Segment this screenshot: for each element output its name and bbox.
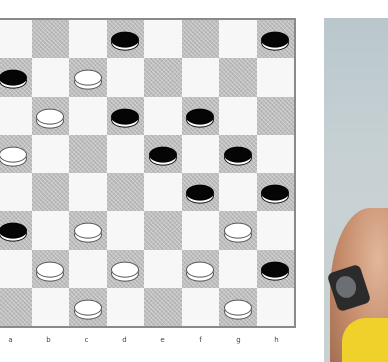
square-c8[interactable] xyxy=(69,20,107,58)
square-g8[interactable] xyxy=(219,20,257,58)
square-g2[interactable] xyxy=(219,250,257,288)
square-f6[interactable] xyxy=(182,97,220,135)
white-checker-piece[interactable] xyxy=(74,70,102,86)
black-checker-piece[interactable] xyxy=(186,108,214,124)
square-h2[interactable] xyxy=(257,250,295,288)
square-b6[interactable] xyxy=(32,97,70,135)
square-e1[interactable] xyxy=(144,288,182,326)
square-g6[interactable] xyxy=(219,97,257,135)
file-label-a: a xyxy=(0,336,30,350)
square-g1[interactable] xyxy=(219,288,257,326)
file-label-b: b xyxy=(30,336,68,350)
square-f5[interactable] xyxy=(182,135,220,173)
square-f1[interactable] xyxy=(182,288,220,326)
white-checker-piece[interactable] xyxy=(224,223,252,239)
square-d2[interactable] xyxy=(107,250,145,288)
white-checker-piece[interactable] xyxy=(36,261,64,277)
board-grid xyxy=(0,20,294,326)
square-b2[interactable] xyxy=(32,250,70,288)
square-b5[interactable] xyxy=(32,135,70,173)
square-g3[interactable] xyxy=(219,211,257,249)
square-c6[interactable] xyxy=(69,97,107,135)
black-checker-piece[interactable] xyxy=(261,261,289,277)
square-b7[interactable] xyxy=(32,58,70,96)
square-g5[interactable] xyxy=(219,135,257,173)
square-g4[interactable] xyxy=(219,173,257,211)
file-label-f: f xyxy=(182,336,220,350)
black-checker-piece[interactable] xyxy=(111,32,139,48)
file-label-c: c xyxy=(68,336,106,350)
square-a4[interactable] xyxy=(0,173,32,211)
square-e7[interactable] xyxy=(144,58,182,96)
black-checker-piece[interactable] xyxy=(149,147,177,163)
square-h4[interactable] xyxy=(257,173,295,211)
file-label-g: g xyxy=(220,336,258,350)
square-d8[interactable] xyxy=(107,20,145,58)
square-e5[interactable] xyxy=(144,135,182,173)
file-label-h: h xyxy=(258,336,296,350)
square-h5[interactable] xyxy=(257,135,295,173)
square-a6[interactable] xyxy=(0,97,32,135)
square-a7[interactable] xyxy=(0,58,32,96)
black-checker-piece[interactable] xyxy=(0,223,27,239)
square-f3[interactable] xyxy=(182,211,220,249)
square-f2[interactable] xyxy=(182,250,220,288)
checkers-board xyxy=(0,18,296,328)
square-g7[interactable] xyxy=(219,58,257,96)
square-e8[interactable] xyxy=(144,20,182,58)
white-checker-piece[interactable] xyxy=(111,261,139,277)
square-e6[interactable] xyxy=(144,97,182,135)
square-e4[interactable] xyxy=(144,173,182,211)
square-h6[interactable] xyxy=(257,97,295,135)
square-b8[interactable] xyxy=(32,20,70,58)
white-checker-piece[interactable] xyxy=(224,300,252,316)
white-checker-piece[interactable] xyxy=(186,261,214,277)
square-c1[interactable] xyxy=(69,288,107,326)
black-checker-piece[interactable] xyxy=(261,32,289,48)
black-checker-piece[interactable] xyxy=(261,185,289,201)
square-c3[interactable] xyxy=(69,211,107,249)
white-checker-piece[interactable] xyxy=(0,147,27,163)
square-d3[interactable] xyxy=(107,211,145,249)
square-h1[interactable] xyxy=(257,288,295,326)
square-c5[interactable] xyxy=(69,135,107,173)
square-c4[interactable] xyxy=(69,173,107,211)
side-photo xyxy=(324,18,388,362)
square-b1[interactable] xyxy=(32,288,70,326)
square-h7[interactable] xyxy=(257,58,295,96)
square-b3[interactable] xyxy=(32,211,70,249)
photo-sleeve xyxy=(342,318,388,362)
square-h8[interactable] xyxy=(257,20,295,58)
black-checker-piece[interactable] xyxy=(111,108,139,124)
square-e2[interactable] xyxy=(144,250,182,288)
square-f4[interactable] xyxy=(182,173,220,211)
square-a5[interactable] xyxy=(0,135,32,173)
white-checker-piece[interactable] xyxy=(74,223,102,239)
square-d6[interactable] xyxy=(107,97,145,135)
file-label-d: d xyxy=(106,336,144,350)
square-d5[interactable] xyxy=(107,135,145,173)
square-a8[interactable] xyxy=(0,20,32,58)
square-a2[interactable] xyxy=(0,250,32,288)
square-c2[interactable] xyxy=(69,250,107,288)
square-f7[interactable] xyxy=(182,58,220,96)
black-checker-piece[interactable] xyxy=(224,147,252,163)
square-b4[interactable] xyxy=(32,173,70,211)
square-c7[interactable] xyxy=(69,58,107,96)
square-d7[interactable] xyxy=(107,58,145,96)
square-d1[interactable] xyxy=(107,288,145,326)
black-checker-piece[interactable] xyxy=(0,70,27,86)
square-h3[interactable] xyxy=(257,211,295,249)
white-checker-piece[interactable] xyxy=(74,300,102,316)
square-a1[interactable] xyxy=(0,288,32,326)
square-f8[interactable] xyxy=(182,20,220,58)
file-label-e: e xyxy=(144,336,182,350)
square-d4[interactable] xyxy=(107,173,145,211)
black-checker-piece[interactable] xyxy=(186,185,214,201)
square-a3[interactable] xyxy=(0,211,32,249)
square-e3[interactable] xyxy=(144,211,182,249)
white-checker-piece[interactable] xyxy=(36,108,64,124)
